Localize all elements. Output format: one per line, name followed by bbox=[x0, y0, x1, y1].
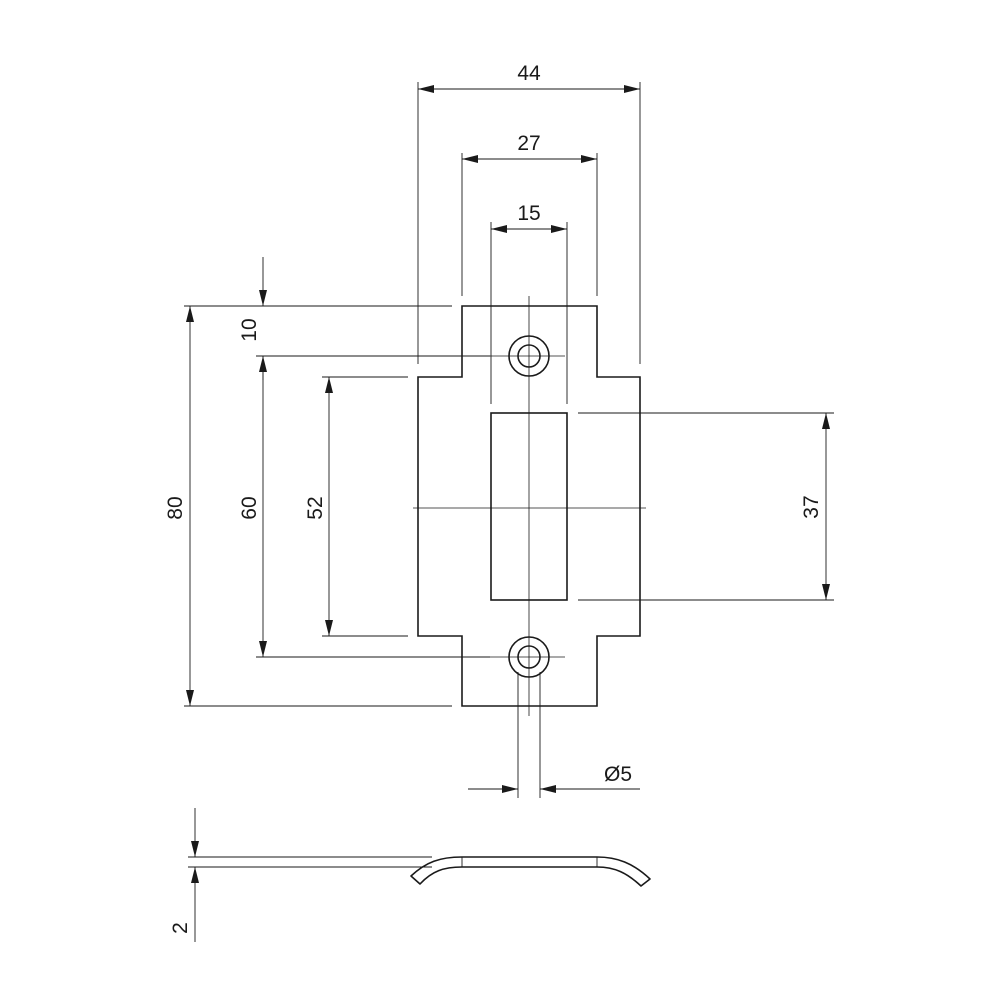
label-slot-width: 15 bbox=[517, 202, 540, 225]
label-hole-diameter: Ø5 bbox=[604, 763, 632, 786]
label-thickness: 2 bbox=[169, 922, 192, 934]
dim-overall-width bbox=[418, 85, 640, 93]
label-overall-height: 80 bbox=[164, 496, 187, 519]
label-center-width: 27 bbox=[517, 132, 540, 155]
label-slot-height: 37 bbox=[800, 495, 823, 518]
label-overall-width: 44 bbox=[517, 62, 541, 85]
dim-hole-diameter bbox=[468, 785, 640, 793]
dim-center-width bbox=[462, 155, 597, 163]
label-hole-spacing: 60 bbox=[238, 496, 261, 519]
label-side-height: 52 bbox=[304, 496, 327, 519]
label-top-offset: 10 bbox=[238, 318, 261, 341]
dim-side-height bbox=[325, 377, 333, 636]
dim-overall-height bbox=[186, 306, 194, 706]
extension-lines bbox=[184, 82, 834, 798]
center-lines bbox=[413, 296, 646, 716]
dim-slot-width bbox=[491, 225, 567, 233]
side-profile bbox=[410, 856, 651, 887]
dim-thickness bbox=[188, 808, 432, 942]
dim-hole-spacing bbox=[259, 356, 267, 657]
dim-slot-height bbox=[822, 413, 830, 600]
